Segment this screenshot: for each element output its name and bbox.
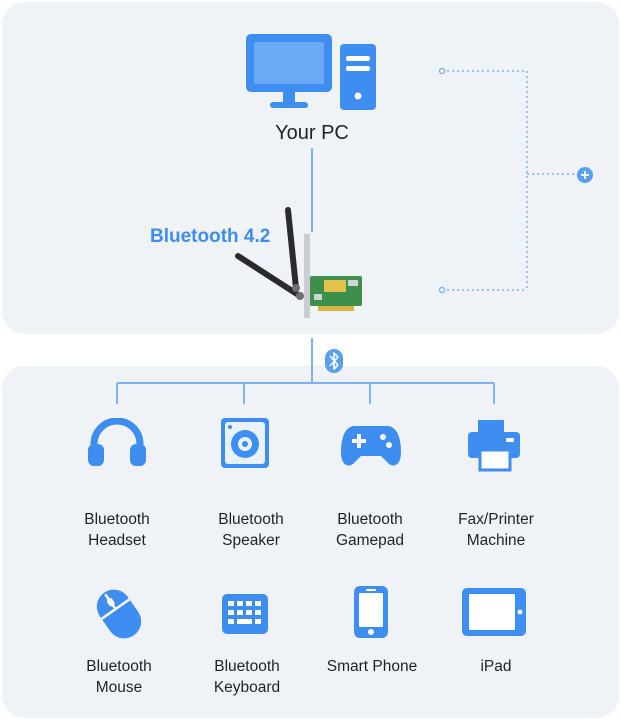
bluetooth-icon [325,349,343,373]
device-label-printer: Fax/Printer Machine [458,511,534,549]
pc-label: Your PC [275,122,349,144]
device-label-mouse: Bluetooth Mouse [86,658,152,696]
device-label-keyboard: Bluetooth Keyboard [213,658,281,696]
mouse-icon [96,589,142,639]
headset-icon [88,418,146,466]
device-label-ipad: iPad [480,658,512,675]
device-label-smartphone: Smart Phone [326,658,418,675]
speaker-icon [221,418,269,468]
expand-plus-icon[interactable] [576,166,594,184]
desktop-pc-icon [246,34,376,110]
keyboard-icon [222,594,268,634]
adapter-title: Bluetooth 4.2 [150,226,271,247]
printer-icon [468,420,520,472]
device-label-headset: Bluetooth Headset [84,511,150,549]
device-label-speaker: Bluetooth Speaker [218,511,284,549]
device-label-gamepad: Bluetooth Gamepad [335,511,405,549]
tablet-icon [462,588,526,636]
bluetooth-adapter-card [235,207,362,318]
gamepad-icon [341,426,401,466]
smartphone-icon [354,586,388,638]
